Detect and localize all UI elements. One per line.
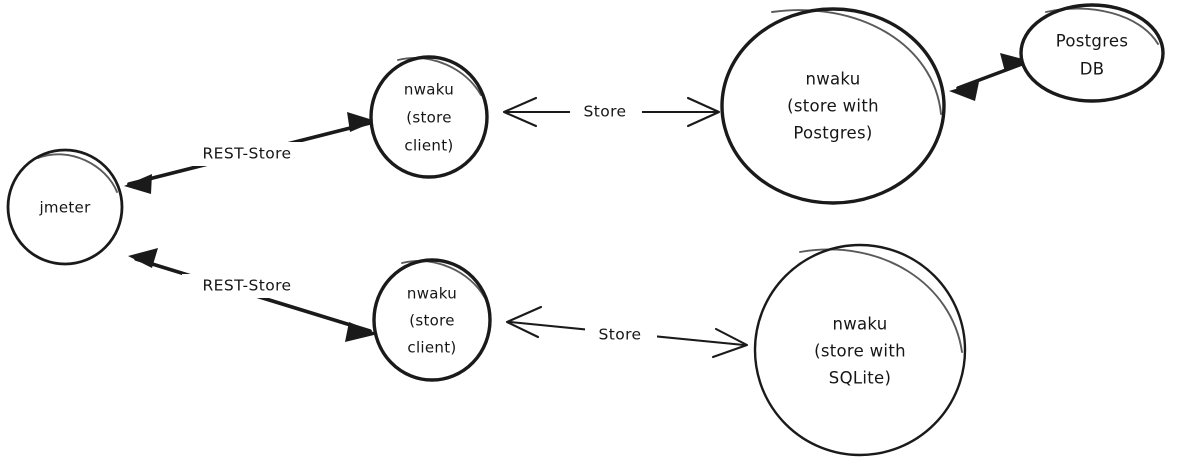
node-label-line-3: Postgres) xyxy=(793,124,872,143)
edge-postgres-db-link xyxy=(949,53,1030,101)
arrowhead-start-icon xyxy=(502,96,538,128)
edge-label-store-top: Store xyxy=(584,103,627,121)
node-label-line-2: (store with xyxy=(814,342,906,361)
arrowhead-end-icon xyxy=(1000,53,1030,72)
edge-store-top: Store xyxy=(502,96,721,128)
node-label-line-2: DB xyxy=(1080,60,1105,79)
arrowhead-end-icon xyxy=(347,112,376,132)
node-label-line-2: (store xyxy=(406,109,452,127)
node-sketch-overstroke xyxy=(771,9,942,115)
arrowhead-end-icon xyxy=(711,327,749,359)
edge-label-rest-store-bottom-group: REST-Store xyxy=(182,274,312,298)
edge-label-backdrop xyxy=(585,323,657,347)
node-store-postgres[interactable]: nwaku (store with Postgres) xyxy=(720,7,946,205)
node-jmeter[interactable]: jmeter xyxy=(6,148,124,266)
node-sketch-overstroke xyxy=(397,57,482,96)
node-label-line-2: (store with xyxy=(787,97,879,116)
arrowhead-start-icon xyxy=(505,305,543,339)
arrowhead-start-icon xyxy=(949,82,979,101)
node-label-line-1: nwaku xyxy=(407,285,457,303)
edge-label-rest-store-bottom: REST-Store xyxy=(202,277,291,295)
node-label-line-3: SQLite) xyxy=(829,369,891,388)
node-circle xyxy=(753,243,967,457)
node-label-line-1: nwaku xyxy=(404,81,454,99)
node-label-jmeter: jmeter xyxy=(38,199,91,217)
node-postgres-db[interactable]: Postgres DB xyxy=(1019,3,1165,103)
node-store-client-bottom[interactable]: nwaku (store client) xyxy=(372,258,492,382)
node-label-line-3: client) xyxy=(404,137,453,155)
edge-label-rest-store-top-group: REST-Store xyxy=(182,142,312,166)
node-sketch-overstroke xyxy=(799,248,963,353)
node-circle xyxy=(372,258,492,382)
arrowhead-end-icon xyxy=(345,322,378,342)
edge-label-backdrop xyxy=(182,274,312,298)
node-label-line-2: (store xyxy=(409,312,455,330)
arrowhead-start-icon xyxy=(128,248,158,268)
node-label-line-1: nwaku xyxy=(832,315,887,334)
node-sketch-overstroke xyxy=(1045,7,1159,45)
node-label-line-1: nwaku xyxy=(805,70,860,89)
node-sketch-overstroke xyxy=(37,153,118,193)
node-circle xyxy=(6,148,124,266)
node-label-line-1: Postgres xyxy=(1056,32,1129,51)
node-store-sqlite[interactable]: nwaku (store with SQLite) xyxy=(753,243,967,457)
edge-store-bottom: Store xyxy=(505,305,749,359)
edge-label-backdrop xyxy=(182,142,312,166)
node-ellipse xyxy=(1019,3,1165,103)
arrowhead-start-icon xyxy=(124,174,152,194)
edge-label-store-bottom: Store xyxy=(599,326,642,344)
node-sketch-overstroke xyxy=(401,260,486,299)
edge-label-rest-store-top: REST-Store xyxy=(202,145,291,163)
edge-label-backdrop xyxy=(570,100,642,124)
node-circle xyxy=(369,55,489,179)
node-store-client-top[interactable]: nwaku (store client) xyxy=(369,55,489,179)
node-ellipse xyxy=(720,7,946,205)
node-label-line-3: client) xyxy=(407,339,456,357)
arrowhead-end-icon xyxy=(686,96,721,128)
